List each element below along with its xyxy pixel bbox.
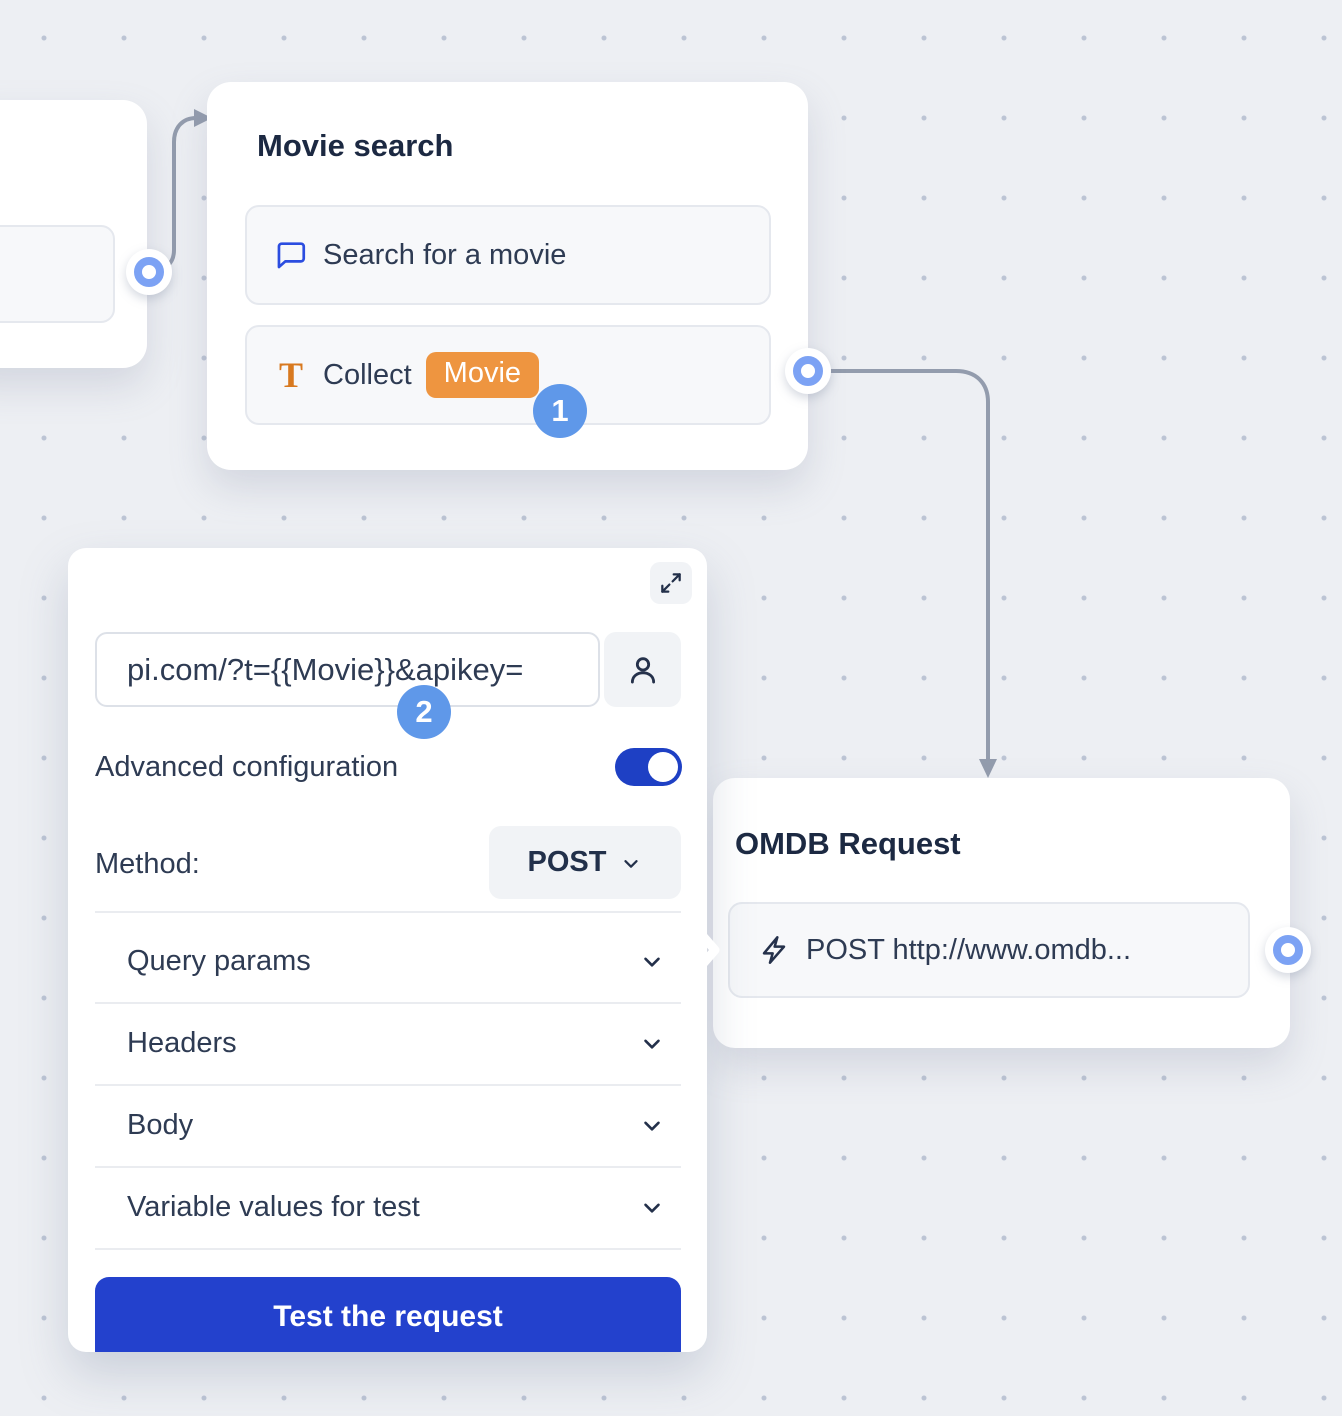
chevron-down-icon[interactable] — [639, 1194, 665, 1220]
advanced-configuration-toggle[interactable] — [615, 748, 682, 786]
node-item-omdb-post[interactable]: POST http://www.omdb... — [728, 902, 1250, 998]
output-port-left-node[interactable] — [126, 249, 172, 295]
section-headers[interactable]: Headers — [95, 1003, 681, 1083]
node-item-collect-movie[interactable]: T Collect Movie — [245, 325, 771, 425]
chevron-down-icon — [624, 859, 639, 868]
method-label: Method: — [95, 848, 200, 880]
output-port-omdb[interactable] — [1265, 927, 1311, 973]
divider — [95, 1248, 681, 1250]
url-input[interactable]: pi.com/?t={{Movie}}&apikey= — [95, 632, 600, 707]
partial-node-item[interactable] — [0, 225, 115, 323]
section-query-params[interactable]: Query params — [95, 921, 681, 1001]
variable-badge-movie[interactable]: Movie — [425, 352, 540, 398]
node-title: Movie search — [257, 128, 454, 163]
step-badge-2: 2 — [397, 685, 451, 739]
section-label: Body — [127, 1108, 194, 1141]
chevron-down-icon[interactable] — [639, 948, 665, 974]
chevron-down-icon[interactable] — [639, 1112, 665, 1138]
advanced-configuration-label: Advanced configuration — [95, 751, 399, 783]
toggle-knob — [648, 752, 678, 782]
output-port-movie-search[interactable] — [785, 348, 831, 394]
insert-variable-button[interactable] — [604, 632, 681, 707]
connector-left-to-movie-search — [149, 116, 197, 273]
lightning-icon — [756, 934, 792, 966]
expand-icon — [661, 573, 681, 593]
method-value: POST — [527, 846, 607, 878]
divider — [95, 1084, 681, 1086]
connector-arrowhead-down — [979, 759, 997, 778]
webhook-editor-panel: pi.com/?t={{Movie}}&apikey= Advanced con… — [68, 548, 707, 1352]
node-item-label: Collect — [323, 358, 412, 391]
node-item-label: POST http://www.omdb... — [806, 933, 1132, 966]
port-ring-icon — [134, 257, 164, 287]
panel-pointer-caret-icon — [689, 921, 720, 979]
node-title: OMDB Request — [735, 826, 961, 861]
step-badge-1: 1 — [533, 384, 587, 438]
expand-button[interactable] — [650, 562, 692, 604]
divider — [95, 1002, 681, 1004]
chevron-down-icon[interactable] — [639, 1030, 665, 1056]
section-variable-values[interactable]: Variable values for test — [95, 1167, 681, 1247]
text-variable-icon: T — [278, 355, 303, 395]
chat-bubble-icon — [273, 238, 309, 272]
section-label: Headers — [127, 1026, 237, 1059]
movie-search-node-card[interactable]: Movie search Search for a movie T Collec… — [207, 82, 808, 470]
section-label: Query params — [127, 944, 311, 977]
connector-movie-search-to-omdb — [810, 369, 990, 760]
node-item-search-for-movie[interactable]: Search for a movie — [245, 205, 771, 305]
divider — [95, 911, 681, 913]
port-ring-icon — [793, 356, 823, 386]
partial-node-card[interactable] — [0, 100, 147, 368]
section-label: Variable values for test — [127, 1190, 420, 1223]
test-request-button[interactable]: Test the request — [95, 1277, 681, 1352]
person-icon — [630, 656, 655, 683]
node-item-label: Search for a movie — [323, 238, 567, 271]
omdb-request-node-card[interactable]: OMDB Request POST http://www.omdb... — [713, 778, 1290, 1048]
divider — [95, 1166, 681, 1168]
port-ring-icon — [1273, 935, 1303, 965]
section-body[interactable]: Body — [95, 1085, 681, 1165]
method-select[interactable]: POST — [489, 826, 681, 899]
